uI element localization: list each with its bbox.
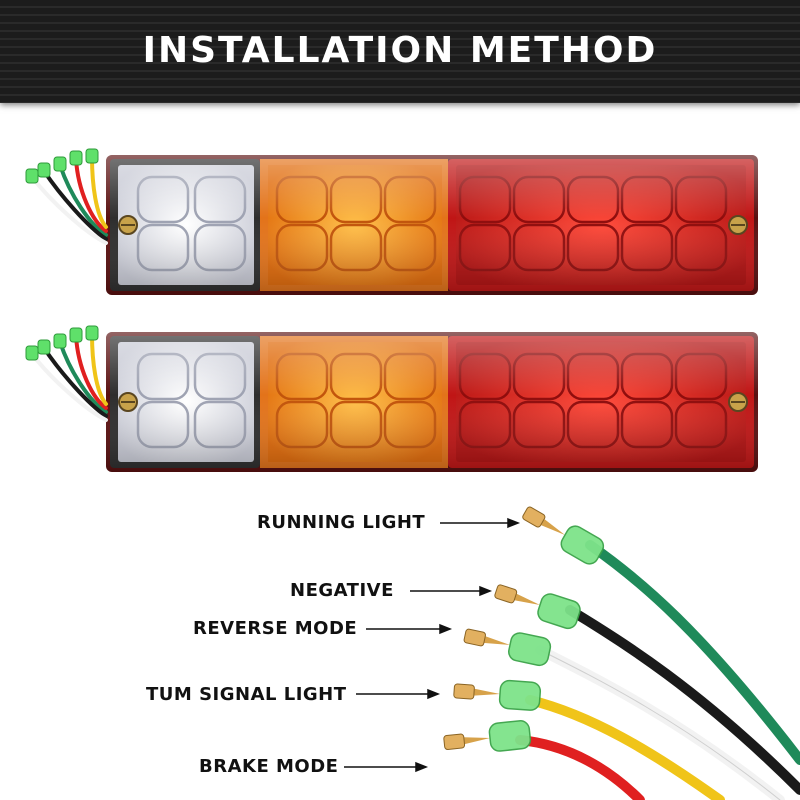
label-negative: NEGATIVE xyxy=(290,580,394,601)
label-brake-mode: BRAKE MODE xyxy=(199,756,339,777)
page-title: INSTALLATION METHOD xyxy=(142,30,658,71)
tail-light-lamp-top xyxy=(24,147,760,297)
header-banner: INSTALLATION METHOD xyxy=(0,0,800,103)
wire-bundle xyxy=(515,540,800,800)
label-turn-signal-light: TUM SIGNAL LIGHT xyxy=(146,684,347,705)
tail-light-lamp-bottom xyxy=(24,324,760,474)
label-reverse-mode: REVERSE MODE xyxy=(193,618,358,639)
label-running-light: RUNNING LIGHT xyxy=(257,512,426,533)
label-arrows xyxy=(344,517,521,773)
